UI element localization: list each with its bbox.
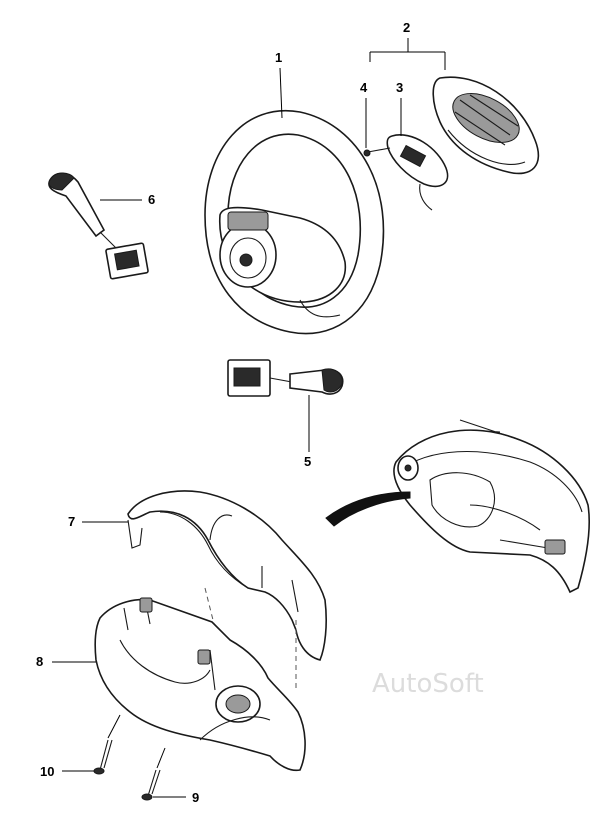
right-combination-switch: [227, 359, 344, 397]
location-arrow: [325, 491, 411, 527]
callout-8: 8: [36, 654, 96, 669]
callout-1: 1: [275, 50, 283, 119]
callout-4: 4: [360, 80, 368, 148]
watermark: AutoSoft: [372, 669, 484, 699]
callout-1-label: 1: [275, 50, 282, 65]
callout-4-label: 4: [360, 80, 368, 95]
callout-10: 10: [40, 714, 121, 779]
alignment-guides: [204, 587, 297, 690]
airbag-module: [432, 76, 540, 175]
callout-6: 6: [100, 192, 155, 207]
callout-2-label: 2: [403, 20, 410, 35]
horn-screw: [363, 147, 391, 157]
callout-8-label: 8: [36, 654, 43, 669]
upper-column-shroud: [127, 490, 327, 661]
callout-3: 3: [396, 80, 403, 136]
shroud-screw-10: [93, 739, 113, 775]
callout-6-label: 6: [148, 192, 155, 207]
steering-wheel: [204, 109, 385, 335]
callout-9-label: 9: [192, 790, 199, 805]
callout-7-label: 7: [68, 514, 75, 529]
left-combination-switch: [48, 172, 149, 280]
callout-3-label: 3: [396, 80, 403, 95]
callout-5: 5: [304, 395, 311, 469]
instrument-panel: [393, 419, 591, 594]
callout-2: 2: [369, 20, 446, 70]
callout-7: 7: [68, 514, 128, 529]
callout-5-label: 5: [304, 454, 311, 469]
horn-switch: [386, 134, 449, 211]
callout-10-label: 10: [40, 764, 54, 779]
shroud-screw-9: [141, 769, 161, 801]
callout-9: 9: [153, 747, 199, 805]
lower-column-shroud: [94, 597, 306, 772]
